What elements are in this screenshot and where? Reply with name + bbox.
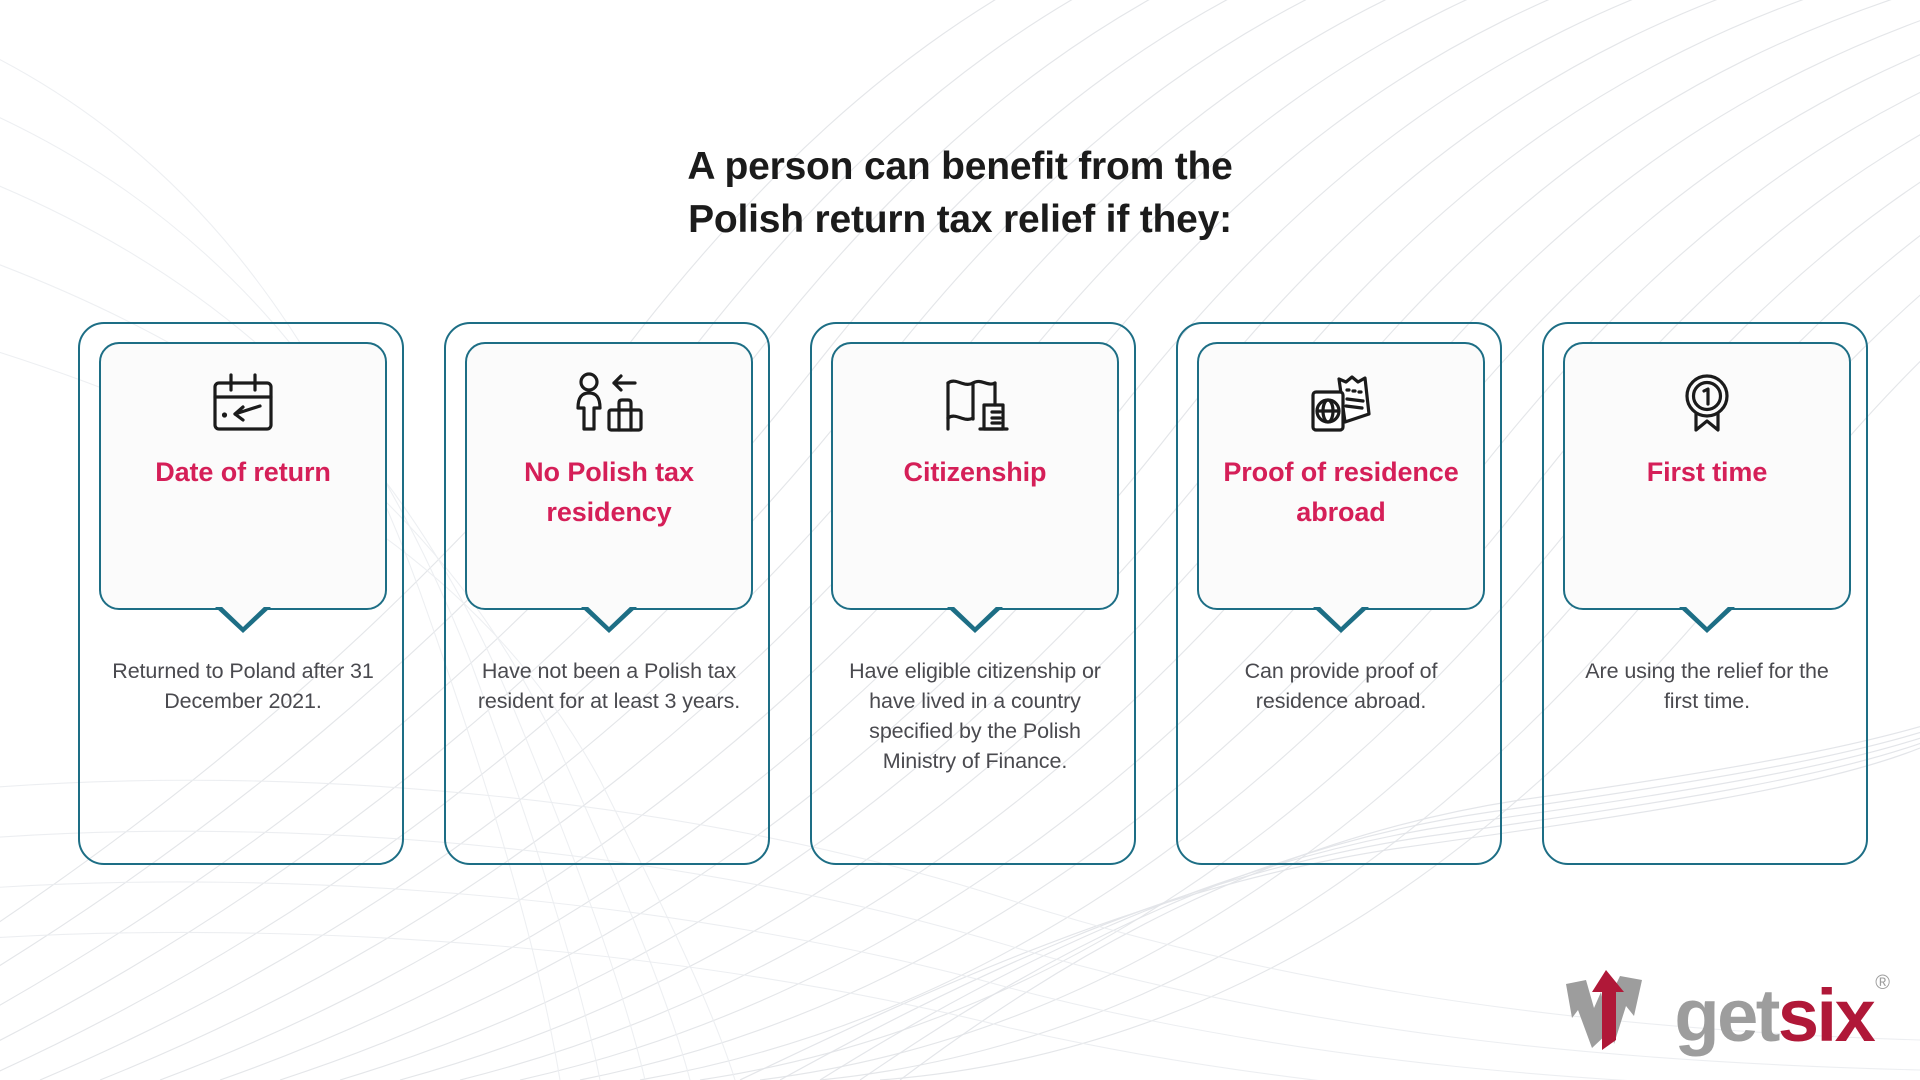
card-title: Citizenship <box>903 457 1047 487</box>
card-title: No Polish tax residency <box>524 457 694 527</box>
card-bubble: Date of return <box>99 342 387 633</box>
registered-trademark-symbol: ® <box>1875 972 1890 994</box>
criteria-card-no-polish-tax-residency: No Polish tax residency Have not been a … <box>444 322 770 865</box>
card-bubble: No Polish tax residency <box>465 342 753 633</box>
getsix-logo[interactable]: get six ® <box>1564 966 1890 1057</box>
card-body-text: Have not been a Polish tax resident for … <box>477 659 741 713</box>
criteria-card-citizenship: Citizenship Have eligible citizenship or… <box>810 322 1136 865</box>
card-title: First time <box>1646 457 1768 487</box>
bubble-tail-fill <box>585 604 633 627</box>
bubble-tail-fill <box>1683 604 1731 627</box>
bubble-tail-fill <box>219 604 267 627</box>
page-title-line-2: Polish return tax relief if they: <box>688 198 1232 241</box>
logo-text-get: get <box>1674 974 1780 1057</box>
criteria-card-date-of-return: Date of return Returned to Poland after … <box>78 322 404 865</box>
logo-text-six: six <box>1777 974 1876 1057</box>
card-title: Date of return <box>155 457 331 487</box>
flag-id-card-icon <box>936 370 1014 436</box>
calendar-return-arrow-icon <box>204 370 282 436</box>
card-bubble: Proof of residence abroad <box>1197 342 1485 633</box>
person-suitcase-arrow-icon <box>570 370 648 436</box>
card-title: Proof of residence abroad <box>1223 457 1459 527</box>
medal-number-one-icon <box>1668 370 1746 436</box>
criteria-card-proof-of-residence-abroad: Proof of residence abroad Can provide pr… <box>1176 322 1502 865</box>
card-body-text: Have eligible citizenship or have lived … <box>849 659 1101 773</box>
card-body-text: Are using the relief for the first time. <box>1585 659 1829 713</box>
card-body-text: Returned to Poland after 31 December 202… <box>112 659 374 713</box>
getsix-arrow-mark-icon <box>1566 970 1643 1050</box>
passport-ticket-icon <box>1302 370 1380 436</box>
card-body-text: Can provide proof of residence abroad. <box>1244 659 1438 713</box>
card-bubble: Citizenship <box>831 342 1119 633</box>
page-title: A person can benefit from the Polish ret… <box>0 140 1920 246</box>
bubble-tail-fill <box>951 604 999 627</box>
card-bubble: First time <box>1563 342 1851 633</box>
bubble-tail-fill <box>1317 604 1365 627</box>
criteria-card-row: Date of return Returned to Poland after … <box>78 322 1868 872</box>
page-title-line-1: A person can benefit from the <box>687 145 1233 188</box>
criteria-card-first-time: First time Are using the relief for the … <box>1542 322 1868 865</box>
